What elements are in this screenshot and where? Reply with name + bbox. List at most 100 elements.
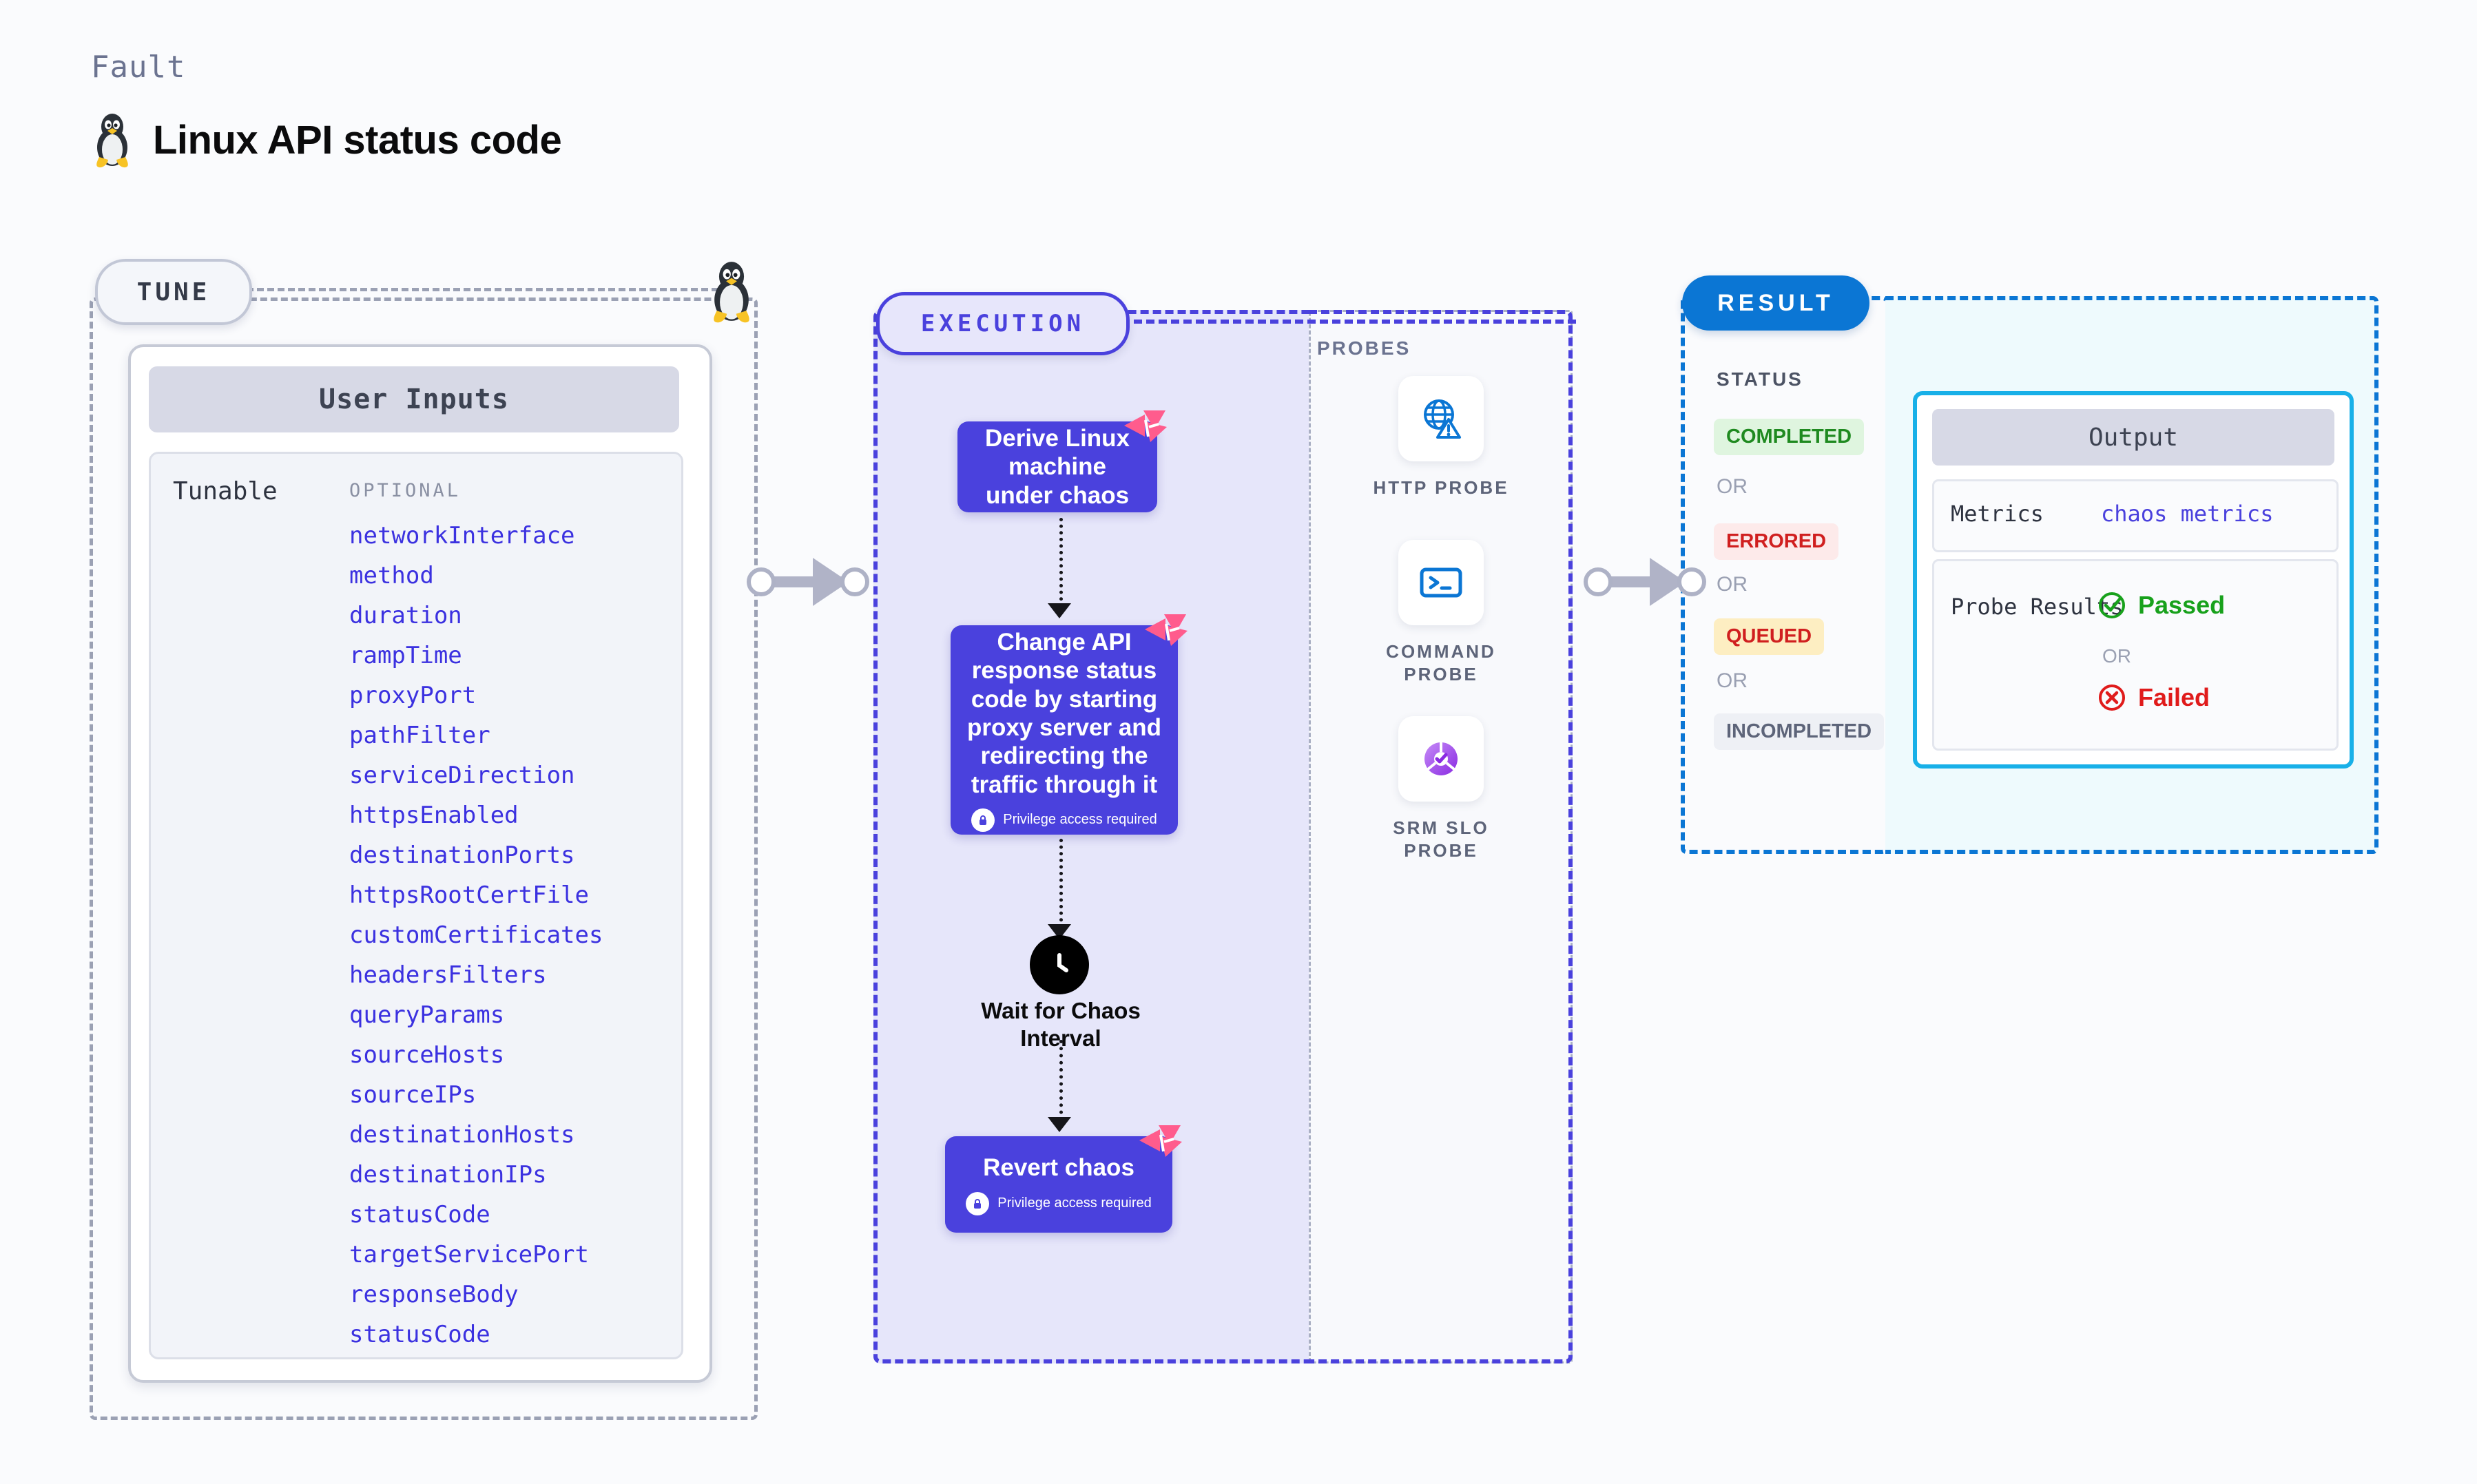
tunable-param[interactable]: duration [349,602,462,629]
user-inputs-header: User Inputs [149,366,679,432]
result-badge-label: RESULT [1717,289,1834,316]
tunable-param[interactable]: destinationIPs [349,1161,547,1189]
status-or-1: OR [1717,475,1748,498]
connector-tune-to-execution [744,558,882,606]
tunable-label: Tunable [173,477,278,505]
tunable-param[interactable]: proxyPort [349,682,477,709]
flow-connector-1-head [1048,603,1071,618]
flow-connector-2 [1059,839,1063,928]
probe-results-label: Probe Results [1951,594,2124,620]
probe-name: SRM SLO PROBE [1393,817,1489,861]
tunable-section: Tunable OPTIONAL networkInterface method d… [149,452,683,1359]
execution-badge-label: EXECUTION [920,310,1086,337]
tunable-param[interactable]: networkInterface [349,522,575,550]
tune-region [90,297,758,1420]
tunable-param[interactable]: httpsRootCertFile [349,881,589,909]
probe-results-row: Probe Results Passed OR Failed [1932,559,2339,751]
metrics-label: Metrics [1951,501,2044,527]
tunable-param[interactable]: httpsEnabled [349,802,519,829]
tux-penguin-icon [96,114,128,168]
execution-node-revert-chaos[interactable]: Revert chaos Privilege access required [945,1125,1182,1233]
page-title: Linux API status code [153,117,562,163]
execution-node-change-status-code[interactable]: Change API response status code by start… [951,614,1188,835]
probe-card [1398,716,1484,802]
tux-penguin-corner-icon [714,262,749,323]
status-badge-queued: QUEUED [1714,618,1825,655]
tunable-param[interactable]: statusCode [349,1201,490,1229]
tunable-param[interactable]: destinationPorts [349,842,575,869]
terminal-icon [1420,567,1462,598]
arrow-end-dot [840,567,869,596]
tunable-param[interactable]: customCertificates [349,921,603,949]
tunable-param[interactable]: pathFilter [349,722,490,749]
tune-dashed-connector [247,288,729,291]
status-badge-errored: ERRORED [1714,523,1839,560]
probes-title: PROBES [1317,337,1411,359]
status-title: STATUS [1717,368,1803,390]
chaos-ribbon-icon [1145,614,1188,646]
node-title: Derive Linux machine under chaos [984,425,1130,509]
fault-label: Fault [91,50,186,85]
probe-command[interactable]: COMMAND PROBE [1372,540,1510,687]
passed-label: Passed [2138,591,2226,619]
node-title: Change API response status code by start… [966,629,1162,798]
wait-for-chaos-interval-label: Wait for Chaos Interval [981,998,1141,1051]
privilege-badge: Privilege access required [971,808,1157,832]
execution-node-derive[interactable]: Derive Linux machine under chaos [957,410,1167,512]
slo-gauge-check-icon [1424,742,1458,775]
probe-result-passed: Passed [2097,590,2225,620]
page-title-row: Linux API status code [91,110,562,169]
probe-result-failed: Failed [2097,682,2210,713]
tunable-param[interactable]: responseBody [349,1281,519,1308]
lock-icon [966,1191,990,1215]
probe-srm-slo[interactable]: SRM SLO PROBE [1372,716,1510,863]
arrow-start-dot [747,567,776,596]
connector-execution-to-result [1581,558,1719,606]
privilege-text: Privilege access required [1003,812,1157,828]
metrics-value[interactable]: chaos metrics [2101,501,2274,527]
tunable-param[interactable]: targetServicePort [349,1241,589,1268]
flow-connector-3-head [1048,1117,1071,1132]
status-or-3: OR [1717,669,1748,692]
probe-result-or: OR [2102,645,2131,667]
tunable-param[interactable]: statusCode [349,1321,490,1348]
output-header: Output [1932,409,2334,466]
globe-warning-icon [1424,399,1461,439]
tunable-param-list: networkInterface method duration rampTime pr… [349,516,672,1355]
execution-badge[interactable]: EXECUTION [876,292,1130,355]
status-badge-incompleted: INCOMPLETED [1714,713,1885,750]
output-card: Output Metrics chaos metrics Probe Resul… [1913,391,2354,769]
privilege-text: Privilege access required [997,1195,1152,1211]
tunable-param[interactable]: sourceHosts [349,1041,505,1069]
probe-http[interactable]: HTTP PROBE [1372,376,1510,499]
clock-icon [1030,935,1089,994]
failed-label: Failed [2138,683,2210,711]
output-title: Output [2088,423,2179,452]
tunable-param[interactable]: serviceDirection [349,762,575,789]
probe-name: COMMAND PROBE [1386,641,1496,685]
arrow-end-dot [1677,567,1706,596]
tunable-param[interactable]: rampTime [349,642,462,669]
lock-icon [971,808,995,832]
probe-card [1398,540,1484,625]
tunable-param[interactable]: queryParams [349,1001,505,1029]
metrics-row: Metrics chaos metrics [1932,479,2339,552]
chaos-ribbon-icon [1124,410,1167,442]
probe-name: HTTP PROBE [1373,477,1509,498]
status-or-2: OR [1717,573,1748,596]
result-badge[interactable]: RESULT [1682,275,1869,331]
tune-badge[interactable]: TUNE [95,259,252,325]
arrow-start-dot [1584,567,1613,596]
chaos-ribbon-icon [1139,1125,1182,1157]
tunable-param[interactable]: method [349,562,434,589]
optional-label: OPTIONAL [349,480,462,501]
privilege-badge: Privilege access required [966,1191,1152,1215]
tunable-param[interactable]: headersFilters [349,961,547,989]
check-circle-icon [2099,592,2125,618]
status-badge-completed: COMPLETED [1714,419,1865,455]
flow-connector-1 [1059,518,1063,607]
tunable-param[interactable]: sourceIPs [349,1081,477,1109]
tune-badge-label: TUNE [136,278,211,306]
tunable-param[interactable]: destinationHosts [349,1121,575,1149]
user-inputs-title: User Inputs [319,384,509,415]
